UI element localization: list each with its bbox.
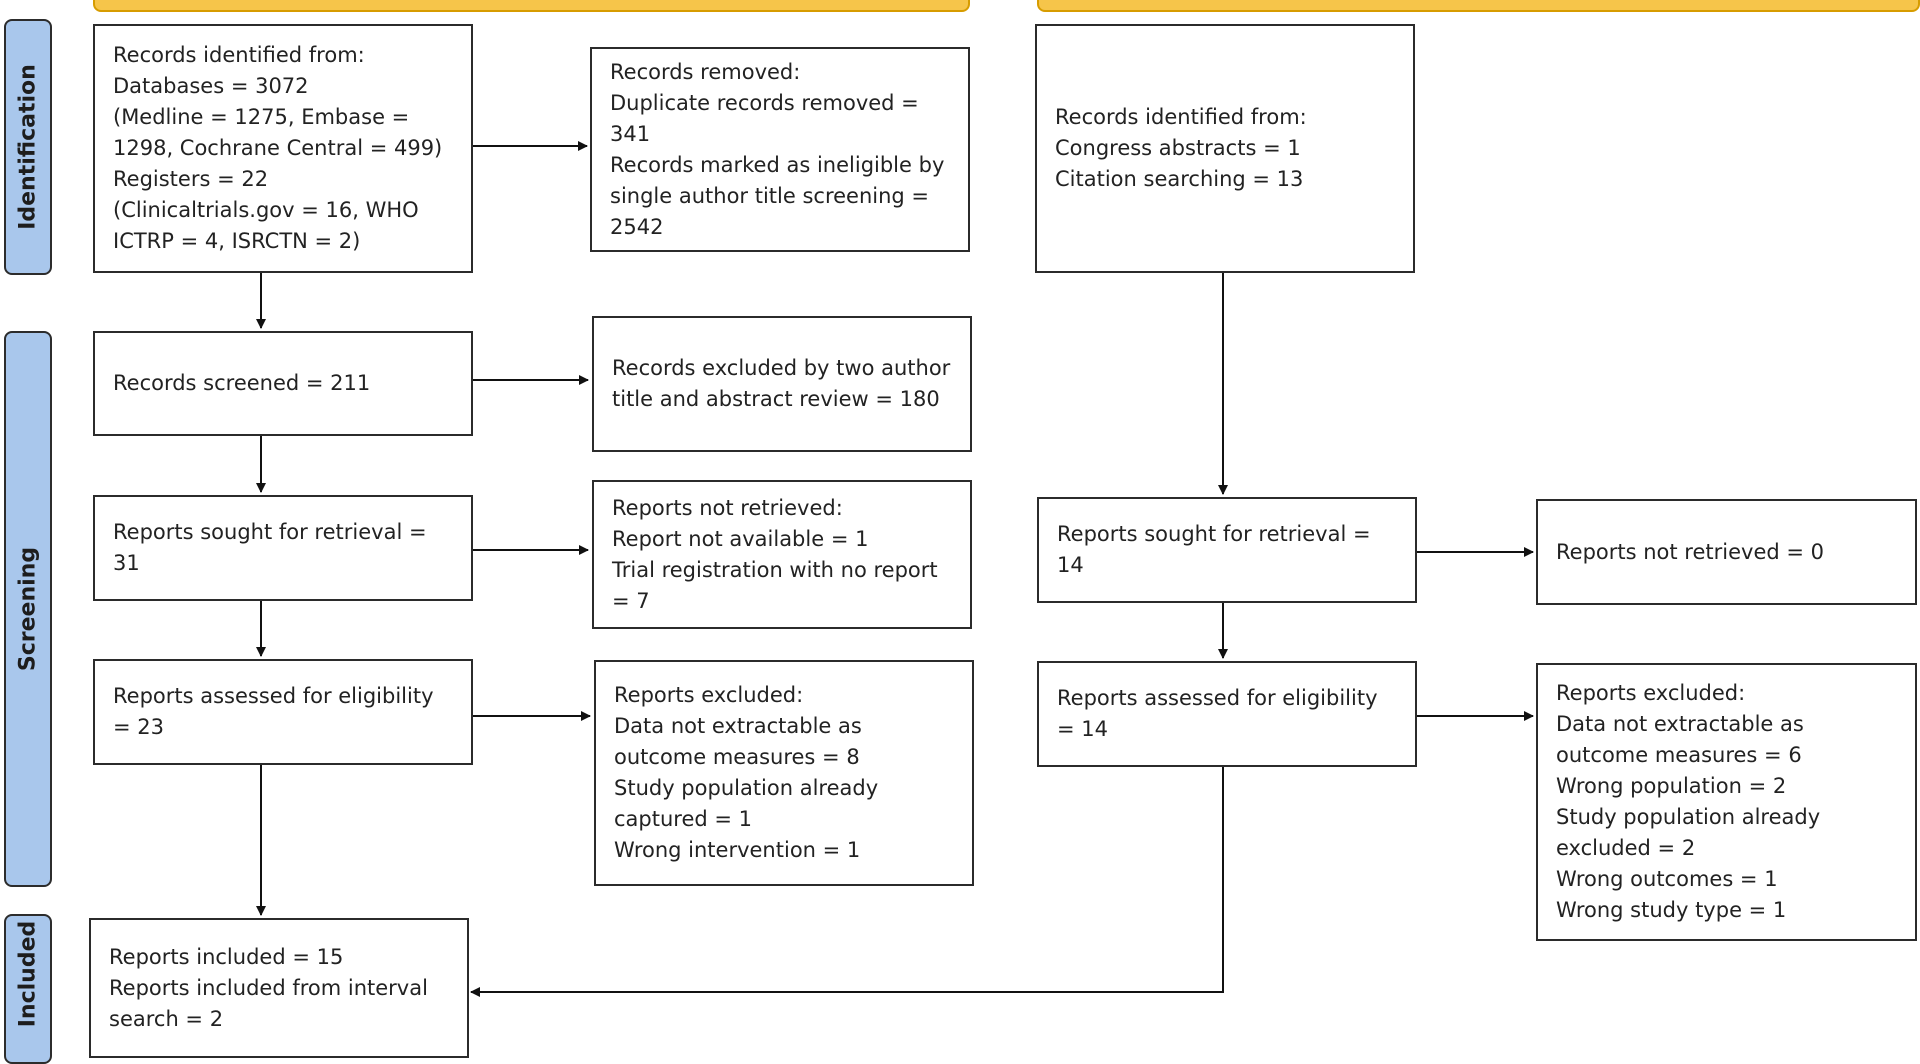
box-line: Trial registration with no report = 7 — [612, 557, 938, 613]
box-line: Records removed: — [610, 59, 801, 84]
left-records-excluded-text: Records excluded by two author title and… — [612, 353, 952, 415]
box-line: Reports included from interval search = … — [109, 975, 428, 1031]
box-line: Databases = 3072 — [113, 74, 309, 98]
left-records-removed-box: Records removed: Duplicate records remove… — [590, 47, 970, 252]
flow-arrows — [256, 141, 1534, 997]
box-line: Duplicate records removed = 341 — [610, 90, 919, 146]
included-text: Reports included = 15 Reports included fr… — [109, 942, 449, 1035]
right-reports-not-retrieved-box: Reports not retrieved = 0 — [1536, 499, 1917, 605]
right-records-identified-box: Records identified from: Congress abstrac… — [1035, 24, 1415, 273]
left-reports-not-retrieved-text: Reports not retrieved: Report not availab… — [612, 493, 952, 617]
left-records-screened-text: Records screened = 211 — [113, 368, 370, 399]
right-reports-excluded-box: Reports excluded: Data not extractable as… — [1536, 663, 1917, 941]
left-reports-assessed-text: Reports assessed for eligibility = 23 — [113, 681, 453, 743]
box-line: Study population already excluded = 2 — [1556, 805, 1821, 860]
box-line: Reports not retrieved = 0 — [1556, 539, 1824, 564]
box-line: Reports included = 15 — [109, 944, 344, 969]
box-line: Records identified from: — [1055, 105, 1307, 129]
left-records-identified-text: Records identified from: Databases = 3072… — [113, 40, 453, 257]
box-line: Records identified from: — [113, 43, 365, 67]
left-records-identified-box: Records identified from: Databases = 3072… — [93, 24, 473, 273]
box-line: Study population already captured = 1 — [614, 776, 879, 831]
box-line: Wrong outcomes = 1 — [1556, 867, 1778, 891]
right-records-identified-text: Records identified from: Congress abstrac… — [1055, 102, 1307, 195]
box-line: Reports sought for retrieval = 31 — [113, 520, 427, 575]
box-line: Congress abstracts = 1 — [1055, 136, 1301, 160]
right-reports-excluded-text: Reports excluded: Data not extractable as… — [1556, 678, 1897, 926]
right-column-header-bar — [1037, 0, 1920, 12]
left-column-header-bar — [93, 0, 970, 12]
box-line: Data not extractable as outcome measures… — [614, 714, 862, 769]
right-reports-sought-text: Reports sought for retrieval = 14 — [1057, 519, 1397, 581]
left-reports-not-retrieved-box: Reports not retrieved: Report not availab… — [592, 480, 972, 629]
box-line: (Clinicaltrials.gov = 16, WHO ICTRP = 4,… — [113, 198, 419, 253]
box-line: Reports assessed for eligibility = 23 — [113, 684, 434, 739]
phase-identification: Identification — [4, 19, 52, 275]
left-reports-assessed-box: Reports assessed for eligibility = 23 — [93, 659, 473, 765]
arrow-right-assessed-to-included — [470, 767, 1224, 997]
right-reports-sought-box: Reports sought for retrieval = 14 — [1037, 497, 1417, 603]
right-reports-not-retrieved-text: Reports not retrieved = 0 — [1556, 537, 1824, 568]
box-line: (Medline = 1275, Embase = 1298, Cochrane… — [113, 105, 443, 160]
box-line: Reports sought for retrieval = 14 — [1057, 522, 1371, 577]
left-reports-sought-box: Reports sought for retrieval = 31 — [93, 495, 473, 601]
right-reports-assessed-box: Reports assessed for eligibility = 14 — [1037, 661, 1417, 767]
box-line: Registers = 22 — [113, 167, 269, 191]
left-records-removed-text: Records removed: Duplicate records remove… — [610, 57, 950, 243]
right-reports-assessed-text: Reports assessed for eligibility = 14 — [1057, 683, 1397, 745]
left-records-excluded-box: Records excluded by two author title and… — [592, 316, 972, 452]
phase-screening: Screening — [4, 331, 52, 887]
box-line: Wrong population = 2 — [1556, 774, 1787, 798]
left-reports-sought-text: Reports sought for retrieval = 31 — [113, 517, 453, 579]
box-line: Citation searching = 13 — [1055, 167, 1304, 191]
box-line: Data not extractable as outcome measures… — [1556, 712, 1804, 767]
box-line: Reports excluded: — [614, 683, 804, 707]
box-line: Report not available = 1 — [612, 526, 869, 551]
box-line: Records screened = 211 — [113, 371, 371, 395]
box-line: Reports not retrieved: — [612, 495, 843, 520]
left-reports-excluded-text: Reports excluded: Data not extractable as… — [614, 680, 954, 866]
left-reports-excluded-box: Reports excluded: Data not extractable as… — [594, 660, 974, 886]
box-line: Reports excluded: — [1556, 681, 1746, 705]
box-line: Reports assessed for eligibility = 14 — [1057, 686, 1378, 741]
box-line: Records excluded by two author title and… — [612, 356, 951, 411]
box-line: Wrong study type = 1 — [1556, 898, 1787, 922]
left-records-screened-box: Records screened = 211 — [93, 331, 473, 436]
box-line: Records marked as ineligible by single a… — [610, 152, 945, 239]
box-line: Wrong intervention = 1 — [614, 838, 861, 862]
